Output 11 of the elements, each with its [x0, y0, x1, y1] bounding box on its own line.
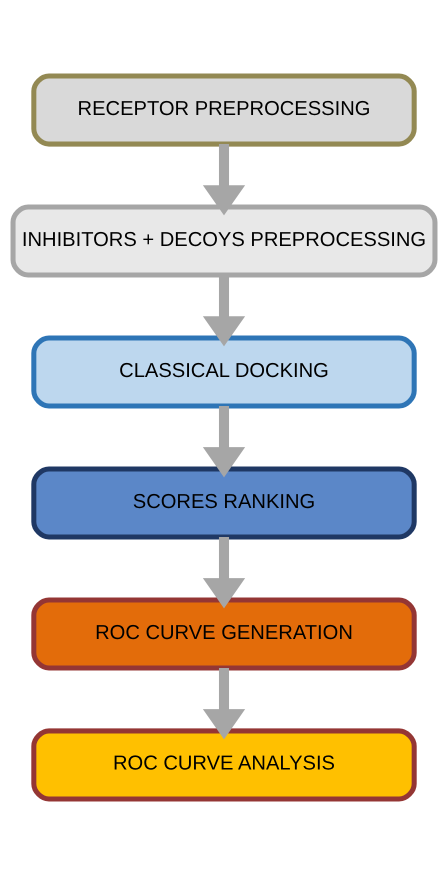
node-box: INHIBITORS + DECOYS PREPROCESSING	[10, 204, 438, 278]
arrow	[202, 406, 246, 478]
node-box: SCORES RANKING	[31, 466, 417, 540]
arrow	[202, 144, 246, 216]
node-box: CLASSICAL DOCKING	[31, 335, 417, 409]
arrow	[202, 537, 246, 608]
arrow	[202, 275, 246, 346]
node-box: RECEPTOR PREPROCESSING	[31, 74, 417, 147]
node-box: ROC CURVE GENERATION	[31, 597, 417, 670]
arrow	[202, 668, 246, 740]
node-box: ROC CURVE ANALYSIS	[31, 728, 417, 802]
